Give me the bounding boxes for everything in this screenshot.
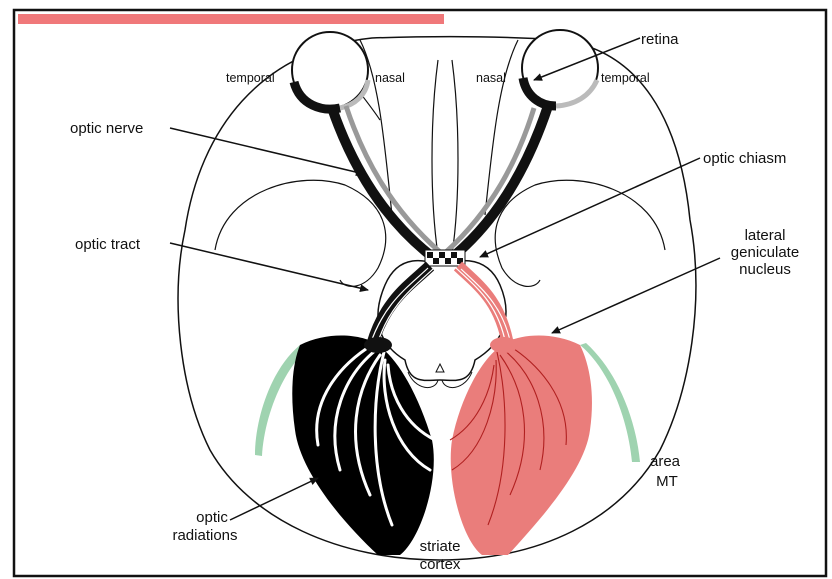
label-lgn-line2: geniculate [731, 244, 799, 261]
left-temporal-lobe [215, 180, 386, 286]
lgn-left [364, 337, 392, 353]
lgn-right [490, 337, 518, 353]
label-nasal-right: nasal [476, 71, 506, 85]
optic-chiasm [425, 250, 465, 266]
label-optic-radiations-line2: radiations [172, 527, 237, 544]
label-nasal-left: nasal [375, 71, 405, 85]
label-area-mt-line2: MT [656, 473, 678, 490]
label-optic-nerve: optic nerve [70, 120, 143, 137]
arrow-optic-radiations [230, 478, 318, 520]
right-temporal-lobe [495, 180, 665, 286]
label-striate-line1: striate [420, 538, 461, 555]
label-striate-line2: cortex [420, 556, 461, 573]
arrow-optic-tract [170, 243, 368, 290]
top-accent-bar [18, 14, 444, 24]
label-lgn-line3: nucleus [739, 261, 791, 278]
label-retina: retina [641, 31, 679, 48]
label-area-mt-line1: area [650, 453, 681, 470]
label-optic-chiasm: optic chiasm [703, 150, 786, 167]
arrow-optic-nerve [170, 128, 364, 174]
label-optic-radiations-line1: optic [196, 509, 228, 526]
label-temporal-right: temporal [601, 71, 650, 85]
arrow-optic-chiasm [480, 158, 700, 257]
label-temporal-left: temporal [226, 71, 275, 85]
label-optic-tract: optic tract [75, 236, 141, 253]
label-lgn-line1: lateral [745, 227, 786, 244]
